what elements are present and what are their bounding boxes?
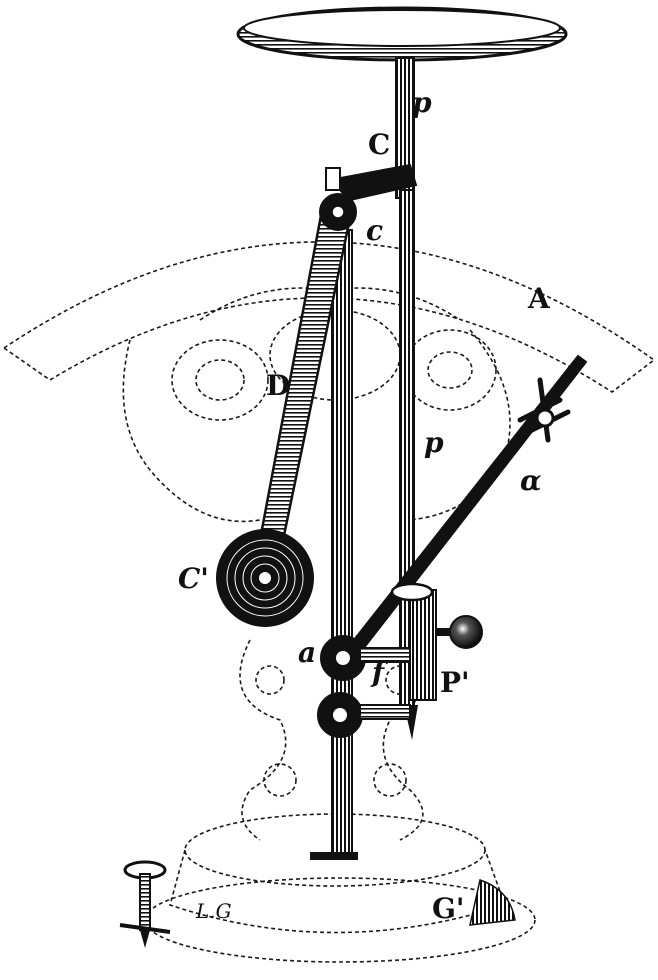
label-d: D [266, 369, 290, 402]
leveling-screw [119, 860, 171, 948]
label-a-small: a [298, 636, 316, 669]
label-g-prime: G' [432, 892, 464, 925]
sliding-collar [390, 582, 434, 602]
label-c-small: c [366, 214, 383, 247]
dashed-scroll-left-inner [195, 359, 245, 401]
dashed-scroll-right-inner [427, 351, 473, 389]
sliding-block-p [409, 589, 437, 701]
top-pan [236, 6, 568, 62]
dashed-scroll-left [171, 339, 269, 421]
dashed-curl-1 [263, 763, 297, 797]
upper-bracket-c [327, 163, 418, 202]
upper-pivot-c-center [331, 205, 345, 219]
dashed-lower-scroll-right [382, 639, 424, 841]
link-bar-f [359, 704, 411, 720]
label-a: A [527, 282, 551, 315]
pendulum-weight [216, 529, 314, 627]
dashed-curl-2 [373, 763, 407, 797]
counter-ball [449, 615, 483, 649]
label-p-mid: p [424, 426, 444, 459]
label-p-prime: P' [440, 666, 470, 699]
pointer-fork-ring [535, 408, 555, 428]
lower-pivot-f-center [333, 708, 347, 722]
dashed-base-side [169, 849, 507, 934]
upper-bracket-clip [325, 167, 341, 191]
diagonal-pointer-arm [344, 354, 588, 660]
dashed-scroll-right [403, 329, 497, 411]
dashed-lower-scroll-left [239, 639, 287, 841]
dashed-curl-3 [255, 665, 285, 695]
base [310, 852, 516, 926]
dashed-base-foot [144, 877, 536, 963]
label-p-top: p [412, 86, 432, 119]
label-c-prime: C' [178, 562, 209, 595]
ball-stem [436, 628, 458, 636]
label-alpha: α [520, 464, 542, 497]
label-c-top: C [368, 128, 390, 161]
lower-pivot-a-center [336, 651, 350, 665]
signature-lg: L.G [195, 899, 232, 923]
main-column [331, 229, 353, 859]
